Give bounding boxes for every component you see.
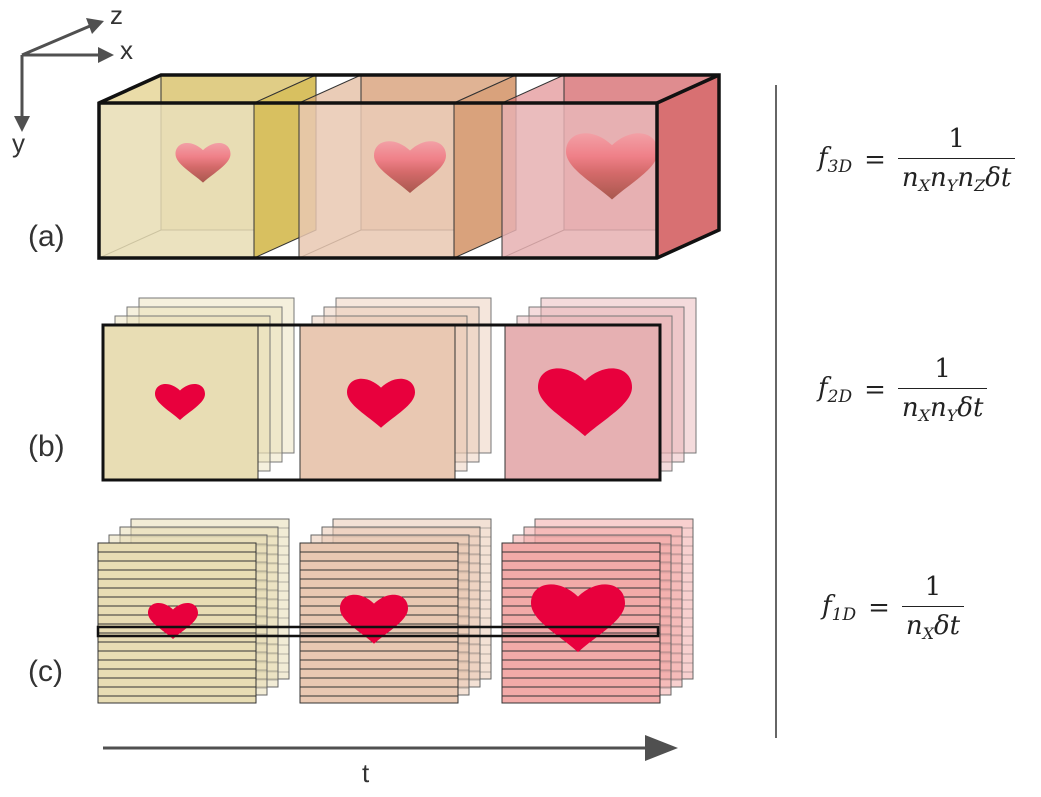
z-axis-label: z	[110, 0, 123, 31]
y-axis-label: y	[12, 128, 25, 159]
volume-side-face	[657, 75, 719, 258]
row-label-a: (a)	[28, 220, 65, 254]
row-label-b: (b)	[28, 430, 65, 464]
x-axis-arrowhead	[98, 47, 114, 63]
time-axis-label: t	[362, 758, 369, 789]
time-axis-arrowhead	[645, 735, 678, 761]
row-c-stacks	[98, 519, 693, 703]
equation-2d: f2D = 1 nXnYδt	[818, 354, 987, 425]
row-label-c: (c)	[28, 655, 63, 689]
row-a-volumes	[99, 75, 719, 258]
volume-front-face	[99, 103, 254, 258]
x-axis-label: x	[120, 35, 133, 66]
equation-1d: f1D = 1 nXδt	[822, 572, 964, 643]
volume-front-face	[299, 103, 454, 258]
z-axis-line	[22, 26, 90, 55]
equation-3d: f3D = 1 nXnYnZδt	[818, 124, 1015, 195]
row-b-stacks	[103, 298, 696, 480]
